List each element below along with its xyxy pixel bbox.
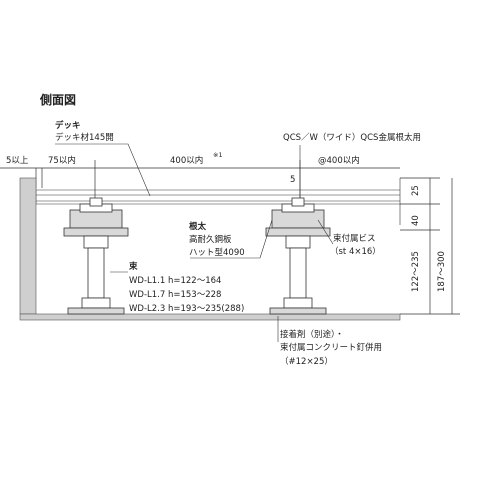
screw-leader-line: [317, 219, 334, 245]
deck-spec-label: デッキ材145開: [55, 132, 114, 143]
dim-75: 75以内: [48, 155, 76, 166]
note-ref: ※1: [213, 151, 223, 159]
deck-leader-line: [55, 143, 151, 197]
nail-label: 束付属コンクリート釘併用: [280, 342, 382, 353]
dim-5-above: 5以上: [6, 156, 29, 166]
left-pedestal: [63, 197, 129, 315]
dim-122-235: 122〜235: [411, 251, 421, 292]
ground-slab: [19, 313, 401, 321]
left-wall: [19, 177, 37, 315]
post-label: 束: [128, 261, 138, 272]
screw-spec: （st 4×16）: [330, 246, 381, 257]
nail-spec: （#12×25）: [280, 356, 333, 367]
joist-spec-1: 高耐久鋼板: [189, 234, 232, 245]
post-spec-2: WD-L1.7 h=153〜228: [129, 290, 221, 300]
top-dimensions: [0, 160, 400, 200]
joist-spec-2: ハット型4090: [189, 248, 245, 258]
deck-label: デッキ: [55, 120, 81, 131]
joist-label: 根太: [189, 221, 207, 232]
post-spec-1: WD-L1.1 h=122〜164: [129, 276, 221, 286]
diagram-title: 側面図: [39, 92, 76, 107]
post-spec-3: WD-L2.3 h=193〜235(288): [129, 304, 244, 314]
qcs-label: QCS／W（ワイド）QCS金属根太用: [283, 132, 421, 143]
dim-5: 5: [290, 175, 295, 185]
joist-leader-line: [190, 219, 273, 259]
dim-25: 25: [411, 185, 421, 196]
dim-40: 40: [411, 215, 421, 226]
right-dimensions: [400, 177, 460, 315]
dim-187-300: 187〜300: [437, 251, 447, 292]
dim-400: 400以内: [170, 155, 203, 166]
dim-pitch: @400以内: [318, 155, 360, 166]
right-pedestal: [265, 197, 331, 315]
adhesive-label: 接着剤（別途）・: [280, 329, 344, 340]
screw-label: 束付属ビス: [333, 233, 376, 244]
